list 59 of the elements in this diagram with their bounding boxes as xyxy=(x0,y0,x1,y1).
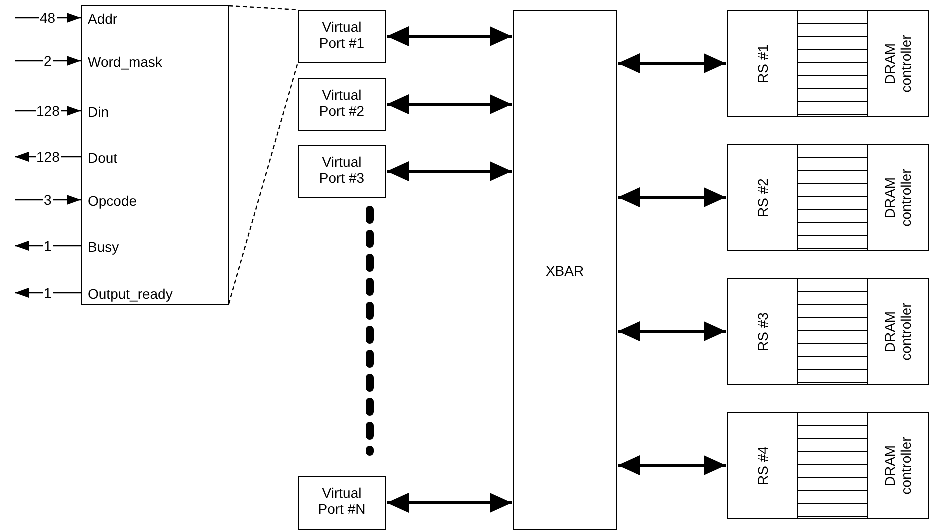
virtual-port-box xyxy=(298,78,386,131)
edge-label: 128 xyxy=(36,150,61,164)
queue-buffer xyxy=(797,10,868,117)
controller-box xyxy=(867,412,929,519)
controller-box xyxy=(867,10,929,117)
signal-arrow xyxy=(15,241,81,251)
reservation-station-box xyxy=(727,144,798,251)
station-label: RS #3 xyxy=(754,311,770,353)
bidirectional-arrow xyxy=(387,162,512,182)
controller-box xyxy=(867,278,929,385)
station-label: RS #4 xyxy=(754,445,770,487)
edge-label: 3 xyxy=(43,193,53,207)
port-label: Virtual Port #1 xyxy=(318,19,366,51)
station-label: RS #2 xyxy=(754,177,770,219)
reservation-station-box xyxy=(727,412,798,519)
signal-name: Din xyxy=(88,104,110,120)
reservation-station-box xyxy=(727,278,798,385)
queue-buffer xyxy=(797,278,868,385)
edge-label: 2 xyxy=(43,54,53,68)
bidirectional-arrow xyxy=(618,54,726,74)
signal-name: Dout xyxy=(88,150,118,166)
bidirectional-arrow xyxy=(387,493,512,513)
crossbar-label: XBAR xyxy=(544,263,586,279)
signal-name: Output_ready xyxy=(88,286,173,302)
edge-label: 128 xyxy=(36,104,61,118)
edge-label: 48 xyxy=(39,11,57,25)
controller-label: DRAM controller xyxy=(882,34,914,94)
edge-label: 1 xyxy=(43,286,53,300)
bidirectional-arrow xyxy=(618,456,726,476)
virtual-port-box xyxy=(298,476,386,530)
signal-name: Addr xyxy=(88,11,118,27)
signal-name: Busy xyxy=(88,239,120,255)
port-label: Virtual Port #2 xyxy=(318,87,366,119)
bidirectional-arrow xyxy=(387,94,512,114)
port-label: Virtual Port #3 xyxy=(318,154,366,186)
crossbar-box xyxy=(513,10,617,530)
virtual-port-box xyxy=(298,145,386,198)
queue-buffer xyxy=(797,144,868,251)
signal-name: Opcode xyxy=(88,193,138,209)
station-label: RS #1 xyxy=(754,43,770,85)
controller-label: DRAM controller xyxy=(882,302,914,362)
bidirectional-arrow xyxy=(387,26,512,46)
controller-label: DRAM controller xyxy=(882,436,914,496)
reservation-station-box xyxy=(727,10,798,117)
port-label: Virtual Port #N xyxy=(317,485,367,517)
interface-block xyxy=(81,5,229,305)
bidirectional-arrow xyxy=(618,322,726,342)
controller-box xyxy=(867,144,929,251)
signal-name: Word_mask xyxy=(88,54,162,70)
queue-buffer xyxy=(797,412,868,519)
virtual-port-box xyxy=(298,10,386,63)
zoom-line xyxy=(228,62,299,304)
signal-arrow xyxy=(15,288,81,298)
zoom-line xyxy=(228,5,298,11)
signal-arrow xyxy=(15,56,81,66)
controller-label: DRAM controller xyxy=(882,168,914,228)
edge-label: 1 xyxy=(43,239,53,253)
signal-arrow xyxy=(15,195,81,205)
bidirectional-arrow xyxy=(618,188,726,208)
